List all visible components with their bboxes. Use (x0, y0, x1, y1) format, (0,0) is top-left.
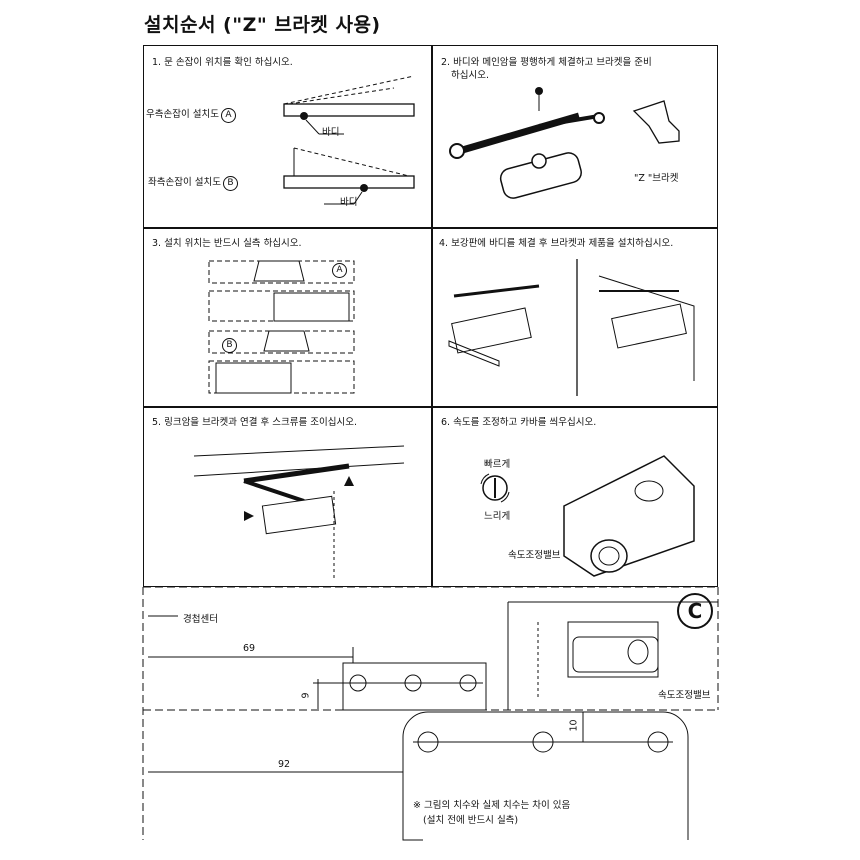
instruction-grid: 1. 문 손잡이 위치를 확인 하십시오. 2. 바디와 메인암을 평행하게 체… (143, 45, 718, 587)
step4-drawing (448, 259, 695, 396)
valve-label-c: 속도조정밸브 (658, 690, 711, 701)
speed-dial-icon (480, 473, 510, 503)
step4-caption: 4. 보강판에 바디를 체결 후 브라켓과 제품을 설치하십시오. (439, 238, 674, 249)
step1-drawing (283, 75, 415, 205)
hinge-center-label: 경첩센터 (183, 614, 218, 625)
step1-body-label-a: 바디 (322, 127, 340, 138)
step3-mark-b: B (220, 338, 237, 353)
grid-divider-row2 (144, 406, 717, 408)
dim-9: 9 (300, 692, 312, 699)
step3-mark-a: A (330, 263, 347, 278)
speed-fast-label: 빠르게 (484, 459, 511, 470)
step5-caption: 5. 링크암을 브라켓과 연결 후 스크류를 조이십시오. (152, 417, 358, 428)
dimension-lines (142, 586, 719, 841)
page-title: 설치순서 ("Z" 브라켓 사용) (144, 14, 381, 36)
step3-caption: 3. 설치 위치는 반드시 실측 하십시오. (152, 238, 302, 249)
z-bracket-label: "Z "브라켓 (634, 173, 679, 184)
speed-slow-label: 느리게 (484, 511, 511, 522)
dim-92: 92 (278, 759, 291, 770)
dim-69: 69 (243, 643, 256, 654)
step2-caption: 2. 바디와 메인암을 평행하게 체결하고 브라켓을 준비 (441, 57, 652, 68)
step2-caption-line2: 하십시오. (451, 70, 489, 81)
step1-body-label-b: 바디 (340, 197, 358, 208)
note-line-1: ※ 그림의 치수와 실제 치수는 차이 있음 (413, 800, 571, 811)
step6-caption: 6. 속도를 조정하고 카바를 씌우십시오. (441, 417, 597, 428)
step3-drawing (208, 260, 355, 394)
grid-divider-row1 (144, 227, 717, 229)
step1-caption: 1. 문 손잡이 위치를 확인 하십시오. (152, 57, 293, 68)
step6-drawing (563, 455, 695, 577)
dimension-diagram: 경첩센터 69 9 92 10 속도조정밸브 ※ 그림의 치수와 실제 치수는 … (142, 586, 719, 841)
grid-divider-vertical (431, 46, 433, 586)
step5-drawing (193, 445, 405, 581)
note-line-2: (설치 전에 반드시 실측) (423, 815, 519, 826)
dim-10: 10 (568, 719, 580, 732)
step2-drawing (449, 87, 680, 199)
detail-mark-c: C (677, 593, 713, 629)
speed-valve-label: 속도조정밸브 (508, 550, 561, 561)
